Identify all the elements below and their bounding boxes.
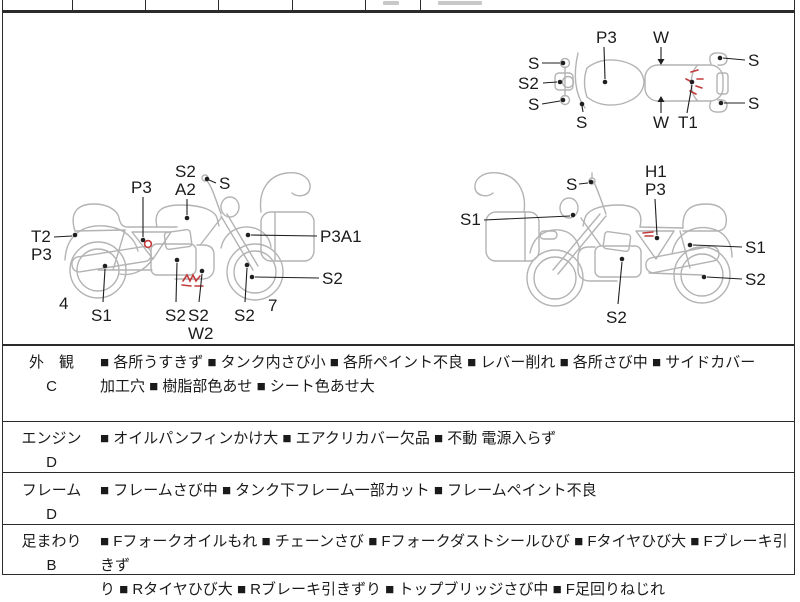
top-strip-divider [72,0,73,10]
top-strip-divider [365,0,366,10]
damage-marks-right-side [642,231,654,237]
defect-label: S [748,51,759,70]
table-row: 足まわり B ■ Fフォークオイルもれ ■ チェーンさび ■ Fフォークダストシ… [3,525,794,598]
top-strip-divider [218,0,219,10]
defect-label: S [566,175,577,194]
motorcycle-right-side-art [474,172,733,307]
grade-value: B [46,557,57,574]
damage-marks-left-side [143,239,204,287]
defect-label: S2 [188,306,209,325]
category-label: 外 観 [28,354,74,371]
motorcycle-top-view-art [554,52,729,113]
count-label: 7 [268,296,277,315]
defect-label: T1 [678,113,698,132]
defect-label: W [653,113,669,132]
count-label: 4 [59,294,68,313]
defect-label: S2 [234,306,255,325]
defect-label: P3 [645,180,666,199]
motorcycle-left-side-art [64,172,315,301]
category-label: エンジン [21,430,82,447]
row-separator [2,421,795,422]
defect-label: T2 [31,227,51,246]
top-strip-divider [292,0,293,10]
defect-label: S2 [518,74,539,93]
top-strip-divider [145,0,146,10]
defect-label: A2 [175,180,196,199]
defect-label: S1 [745,238,766,257]
category-label: 足まわり [21,533,82,550]
defect-label: S [528,95,539,114]
defect-label: S [219,174,230,193]
illegible-text-remnant [438,1,482,5]
defect-label: S [528,54,539,73]
top-strip-bottom-border [2,10,795,13]
sheet-bottom-border [2,574,795,575]
defect-label: S2 [175,162,196,181]
category-label: フレーム [21,482,82,499]
top-view-callouts: S S2 S S P3 W W T1 S S [518,28,759,132]
defect-label: S2 [322,269,343,288]
defect-label: S2 [165,306,186,325]
defect-label: S [748,94,759,113]
defect-label: W [653,28,669,47]
table-row: 外 観 C ■ 各所うすきず ■ タンク内さび小 ■ 各所ペイント不良 ■ レバ… [3,346,794,421]
sheet-right-border [794,0,795,575]
motorcycle-left-side-diagram: P3 S2 A2 S T2 P3 P3A1 S2 4 S1 S2 S2 W2 S… [31,162,362,343]
defect-label: S1 [460,210,481,229]
defect-list: ■ 各所うすきず ■ タンク内さび小 ■ 各所ペイント不良 ■ レバー削れ ■ … [100,354,756,395]
row-separator [2,524,795,525]
row-label: フレーム D [3,474,100,524]
row-separator [2,472,795,473]
motorcycle-right-side-diagram: S1 S H1 P3 S1 S2 S2 [460,162,766,327]
sheet-left-border [2,0,3,575]
row-label: 外 観 C [3,346,100,421]
defect-label: S2 [606,308,627,327]
damage-marks-seat [685,69,704,95]
defect-list: ■ Fフォークオイルもれ ■ チェーンさび ■ Fフォークダストシールひび ■ … [100,533,788,598]
grade-value: D [46,506,57,523]
table-row: エンジン D ■ オイルパンフィンかけ大 ■ エアクリカバー欠品 ■ 不動 電源… [3,422,794,472]
diagram-table-separator [2,344,795,346]
defect-label: W2 [188,324,214,343]
defect-label: S1 [91,306,112,325]
defect-list: ■ オイルパンフィンかけ大 ■ エアクリカバー欠品 ■ 不動 電源入らず [100,430,557,447]
defect-label: P3 [131,178,152,197]
defect-label: P3 [596,28,617,47]
table-row: フレーム D ■ フレームさび中 ■ タンク下フレーム一部カット ■ フレームペ… [3,474,794,524]
grade-value: C [46,378,57,395]
defect-label: S [576,113,587,132]
defect-label: P3A1 [320,227,362,246]
defect-label: H1 [645,162,667,181]
defect-list: ■ フレームさび中 ■ タンク下フレーム一部カット ■ フレームペイント不良 [100,482,597,499]
grade-value: D [46,454,57,471]
defect-label: P3 [31,245,52,264]
left-side-callouts: P3 S2 A2 S T2 P3 P3A1 S2 4 S1 S2 S2 W2 S… [31,162,362,343]
motorcycle-top-view-diagram: S S2 S S P3 W W T1 S S [518,28,759,132]
right-side-callouts: S1 S H1 P3 S1 S2 S2 [460,162,766,327]
illegible-text-remnant [383,1,399,5]
top-strip-divider [420,0,421,10]
row-label: エンジン D [3,422,100,472]
row-label: 足まわり B [3,525,100,574]
defect-label: S2 [745,270,766,289]
